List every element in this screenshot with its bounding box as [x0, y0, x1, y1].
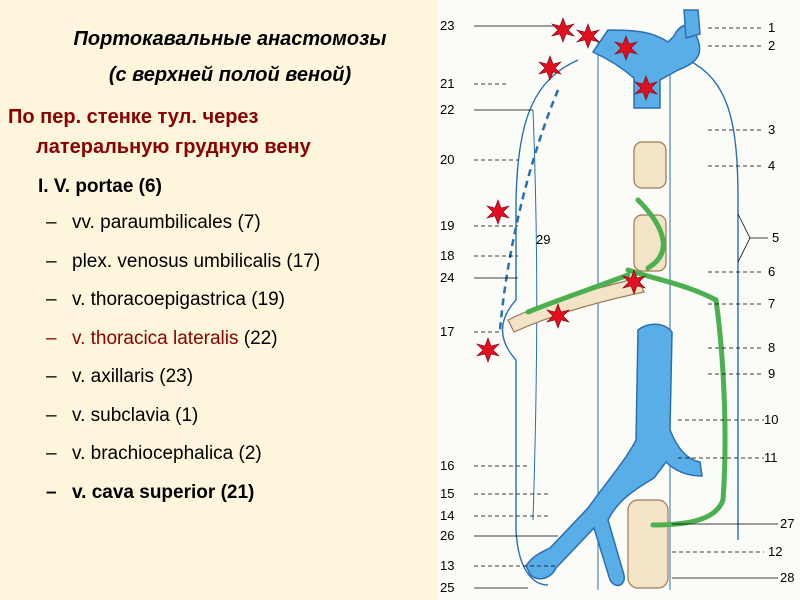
- ivc-trunk: [525, 323, 703, 587]
- diagram-label-left: 14: [440, 508, 454, 523]
- star-icon: [622, 269, 646, 295]
- list-item-bold: –v. cava superior (21): [46, 481, 255, 503]
- slide-title: Портокавальные анастомозы: [73, 28, 387, 50]
- esophagus-upper: [633, 141, 667, 189]
- list-item: –plex. venosus umbilicalis (17): [46, 250, 321, 272]
- diagram-label-left: 16: [440, 458, 454, 473]
- list-item: –vv. paraumbilicales (7): [46, 212, 261, 233]
- list-item: –v. axillaris (23): [46, 366, 194, 387]
- diagram-label-left: 23: [440, 18, 454, 33]
- route-line-2: латеральную грудную вену: [36, 136, 311, 158]
- diagram-label-left: 22: [440, 102, 454, 117]
- diagram-label-inner: 29: [536, 232, 550, 247]
- portal-vein-heading: I. V. portae (6): [38, 176, 162, 197]
- diagram-label-right: 27: [780, 516, 794, 531]
- diagram-label-left: 18: [440, 248, 454, 263]
- diagram-label-right: 8: [768, 340, 775, 355]
- star-icon: [634, 75, 658, 101]
- diagram-label-right: 1: [768, 20, 775, 35]
- portal-system: [525, 197, 728, 528]
- guide-lines: [474, 25, 778, 589]
- portal-branch-right: [650, 297, 728, 528]
- jugular-vein: [683, 9, 701, 39]
- star-icon: [538, 55, 562, 81]
- route-line-1: По пер. стенке тул. через: [8, 106, 259, 128]
- diagram-label-left: 20: [440, 152, 454, 167]
- diagram-label-right: 28: [780, 570, 794, 585]
- right-label-group: 1 2 3 4 5 6 7 8 9 10 11 27 12 28 29: [536, 20, 794, 585]
- diagram-label-right: 10: [764, 412, 778, 427]
- left-label-group: 23 21 22 20 19 18 24 17 16 15 14 26 13 2…: [440, 18, 454, 595]
- star-icon: [551, 17, 575, 43]
- rectum-segment: [627, 499, 669, 589]
- list-item: –v. thoracoepigastrica (19): [46, 289, 285, 310]
- diagram-label-right: 5: [772, 230, 779, 245]
- diagram-label-right: 2: [768, 38, 775, 53]
- diagram-label-left: 13: [440, 558, 454, 573]
- diagram-label-left: 26: [440, 528, 454, 543]
- diagram-label-left: 25: [440, 580, 454, 595]
- diagram-label-right: 4: [768, 158, 775, 173]
- text-panel: Портокавальные анастомозы (с верхней пол…: [8, 28, 428, 520]
- diagram-background: [438, 0, 800, 600]
- portal-branch-left: [525, 272, 631, 315]
- star-icon: [546, 303, 570, 329]
- anastomosis-markers: [476, 17, 658, 363]
- star-icon: [476, 337, 500, 363]
- inner-left-contour: [532, 109, 538, 521]
- list-item: –v. subclavia (1): [46, 404, 199, 426]
- list-item: –v. brachiocephalica (2): [46, 443, 262, 464]
- dashed-anastomosis: [498, 89, 560, 331]
- star-icon: [614, 35, 638, 61]
- guide-line: [737, 237, 751, 263]
- left-contour: [501, 59, 579, 586]
- diagram-label-right: 6: [768, 264, 775, 279]
- diagram-label-left: 24: [440, 270, 454, 285]
- anastomosis-diagram: 23 21 22 20 19 18 24 17 16 15 14 26 13 2…: [438, 0, 800, 600]
- inferior-vena-cava: [525, 323, 703, 587]
- diagram-label-left: 17: [440, 324, 454, 339]
- diagram-label-right: 11: [764, 450, 778, 465]
- star-icon: [486, 199, 510, 225]
- star-icon: [576, 23, 600, 49]
- diagram-label-left: 21: [440, 76, 454, 91]
- diagram-label-right: 9: [768, 366, 775, 381]
- diagram-label-left: 15: [440, 486, 454, 501]
- diagram-label-right: 12: [768, 544, 782, 559]
- portal-branch-mid: [625, 267, 719, 303]
- vein-list: –vv. paraumbilicales (7) –plex. venosus …: [46, 212, 320, 520]
- diagram-label-right: 3: [768, 122, 775, 137]
- slide-subtitle: (с верхней полой веной): [108, 64, 352, 86]
- guide-line: [737, 213, 751, 239]
- route-heading: По пер. стенке тул. через латеральную гр…: [8, 102, 428, 162]
- list-item-highlighted: –v. thoracica lateralis (22): [46, 327, 278, 349]
- diagram-label-right: 7: [768, 296, 775, 311]
- diagram-label-left: 19: [440, 218, 454, 233]
- portal-branch-upper: [635, 197, 666, 271]
- body-outline: [501, 40, 739, 590]
- right-contour: [687, 59, 739, 540]
